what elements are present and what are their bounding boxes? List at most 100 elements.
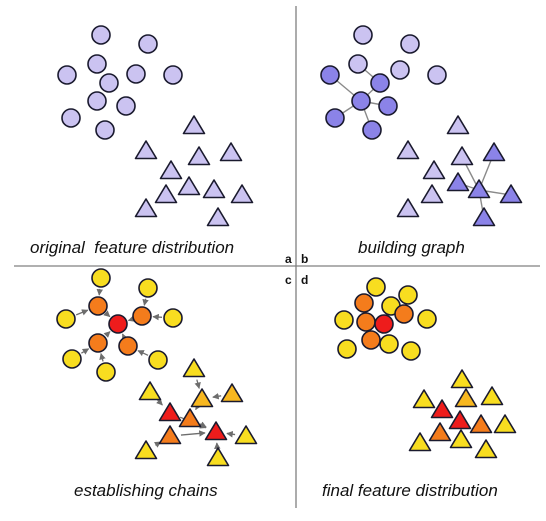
triangle-node	[450, 369, 474, 389]
circle-node	[148, 350, 168, 370]
chain-arrow	[180, 430, 206, 437]
circle-node	[394, 304, 414, 324]
chain-arrow	[137, 350, 149, 357]
triangle-node	[454, 388, 478, 408]
chain-arrow	[103, 310, 111, 318]
chain-arrow	[194, 379, 201, 389]
triangle-node	[420, 184, 444, 204]
triangle-node	[158, 425, 182, 445]
circle-node	[116, 96, 136, 116]
circle-node	[138, 34, 158, 54]
triangle-node	[182, 115, 206, 135]
caption-establishing-chains: establishing chains	[74, 481, 218, 500]
circle-node	[108, 314, 128, 334]
circle-node	[126, 64, 146, 84]
chain-arrow	[127, 315, 136, 322]
triangle-node	[469, 414, 493, 434]
panel-label-d: d	[301, 273, 309, 287]
chain-arrow	[142, 298, 149, 306]
circle-node	[351, 91, 371, 111]
circle-node	[361, 330, 381, 350]
triangle-node	[430, 399, 454, 419]
circle-node	[91, 25, 111, 45]
triangle-node	[178, 408, 202, 428]
triangle-node	[159, 160, 183, 180]
chain-arrow	[212, 393, 222, 400]
triangle-node	[182, 358, 206, 378]
triangle-node	[206, 207, 230, 227]
circle-node	[87, 91, 107, 111]
triangle-node	[204, 421, 228, 441]
panel-d-final-distribution	[334, 277, 517, 459]
chain-arrow	[156, 398, 163, 406]
circle-node	[398, 285, 418, 305]
chain-arrow	[152, 313, 163, 321]
triangle-node	[230, 184, 254, 204]
circle-node	[390, 60, 410, 80]
circle-node	[88, 296, 108, 316]
circle-node	[353, 25, 373, 45]
triangle-node	[206, 447, 230, 467]
circle-node	[337, 339, 357, 359]
chain-arrow	[103, 331, 111, 338]
triangle-node	[177, 176, 201, 196]
circle-node	[132, 306, 152, 326]
triangle-node	[138, 381, 162, 401]
triangle-node	[499, 184, 523, 204]
triangle-node	[480, 386, 504, 406]
triangle-node	[396, 198, 420, 218]
circle-node	[356, 312, 376, 332]
circle-node	[91, 268, 111, 288]
triangle-node	[472, 207, 496, 227]
circle-node	[163, 308, 183, 328]
triangle-node	[134, 440, 158, 460]
triangle-node	[450, 146, 474, 166]
triangle-node	[467, 179, 491, 199]
triangle-node	[446, 172, 470, 192]
circle-node	[378, 96, 398, 116]
panel-label-a: a	[285, 252, 292, 266]
circle-node	[95, 120, 115, 140]
triangle-node	[202, 179, 226, 199]
triangle-node	[474, 439, 498, 459]
triangle-node	[428, 422, 452, 442]
circle-node	[87, 54, 107, 74]
triangle-node	[482, 142, 506, 162]
triangle-node	[220, 383, 244, 403]
circle-node	[57, 65, 77, 85]
circle-node	[334, 310, 354, 330]
circle-node	[417, 309, 437, 329]
circle-node	[379, 334, 399, 354]
circle-node	[348, 54, 368, 74]
circle-node	[370, 73, 390, 93]
triangle-node	[446, 115, 470, 135]
triangle-node	[493, 414, 517, 434]
circle-node	[56, 309, 76, 329]
chain-arrow	[96, 288, 104, 296]
triangle-node	[187, 146, 211, 166]
circle-node	[61, 108, 81, 128]
triangle-node	[422, 160, 446, 180]
circle-node	[138, 278, 158, 298]
circle-node	[366, 277, 386, 297]
circle-node	[427, 65, 447, 85]
chain-arrow	[121, 333, 128, 341]
chain-arrow	[226, 431, 236, 438]
triangle-node	[396, 140, 420, 160]
chain-arrow	[81, 348, 90, 355]
circle-node	[354, 293, 374, 313]
panel-label-b: b	[301, 252, 309, 266]
panel-c-establishing-chains	[56, 268, 258, 467]
circle-node	[99, 73, 119, 93]
circle-node	[325, 108, 345, 128]
caption-final-feature-distribution: final feature distribution	[322, 481, 498, 500]
panel-b-building-graph	[320, 25, 523, 227]
chain-arrow	[75, 309, 89, 316]
triangle-node	[449, 429, 473, 449]
triangle-node	[408, 432, 432, 452]
circle-node	[400, 34, 420, 54]
circle-node	[374, 314, 394, 334]
circle-node	[320, 65, 340, 85]
triangle-node	[448, 410, 472, 430]
